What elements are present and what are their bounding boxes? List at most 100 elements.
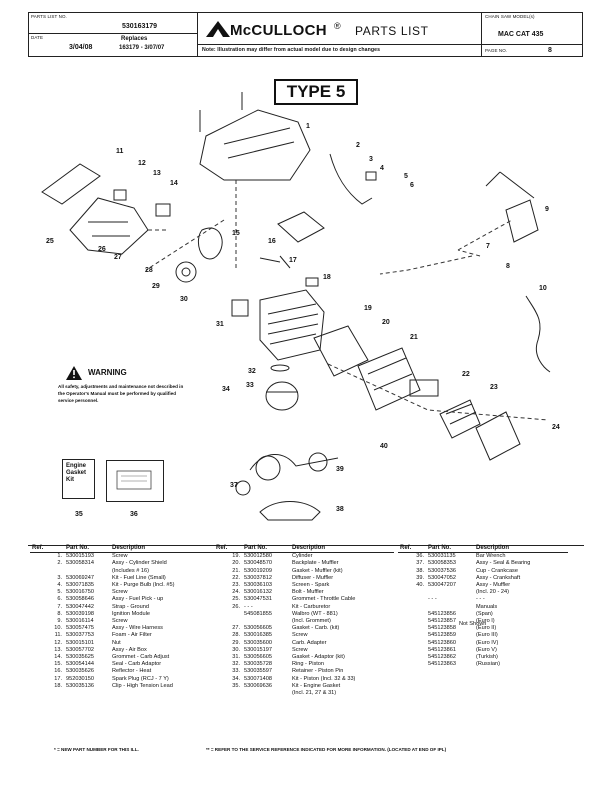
table-row: (Incl. 21, 27 & 31) <box>214 690 394 697</box>
table-row: 545123861(Euro V) <box>398 647 568 654</box>
cell-desc: Assy - Seal & Bearing <box>476 560 531 567</box>
cell-part: 530035597 <box>244 668 272 675</box>
replaces-value: 163179 - 3/07/07 <box>119 45 165 51</box>
cell-desc: Gasket - Adaptor (kit) <box>292 654 345 661</box>
cell-ref: 38. <box>416 567 424 574</box>
cell-ref: 18. <box>54 682 62 689</box>
cell-desc: Kit - Fuel Line (Small) <box>112 574 166 581</box>
col3-header-desc: Description <box>474 545 568 554</box>
cell-desc: Reflector - Heat <box>112 668 152 675</box>
gasket-kit-label-2: Gasket <box>66 470 87 476</box>
cell-ref: 20. <box>232 560 240 567</box>
cell-ref: 27. <box>232 625 240 632</box>
cell-ref: 15. <box>54 661 62 668</box>
callout-29: 29 <box>152 283 160 290</box>
callout-2: 2 <box>356 142 360 149</box>
callout-9: 9 <box>545 206 549 213</box>
cell-ref <box>398 632 426 639</box>
callout-28: 28 <box>145 267 153 274</box>
cell-desc: Ring - Piston <box>292 661 325 668</box>
cell-desc: Assy - Wire Harness <box>112 625 163 632</box>
callout-19: 19 <box>364 305 372 312</box>
cell-part: 530037812 <box>244 574 272 581</box>
cell-desc: (Euro III) <box>476 632 498 639</box>
callout-8: 8 <box>506 263 510 270</box>
cell-desc: Cylinder <box>292 553 313 560</box>
ignition-module <box>505 199 539 243</box>
col3-header-ref: Ref. <box>398 545 426 554</box>
cell-ref: 5. <box>57 589 62 596</box>
cell-part: 530016114 <box>66 618 94 625</box>
cell-ref <box>398 596 426 603</box>
callout-32: 32 <box>248 368 256 375</box>
cell-ref <box>398 604 426 611</box>
cell-part: 530058353 <box>428 560 456 567</box>
gasket-kit-icon <box>116 470 152 490</box>
callout-11: 11 <box>116 148 124 155</box>
table-row: 545123860(Euro IV) <box>398 640 568 647</box>
cell-part: 530035600 <box>244 639 272 646</box>
air-box <box>69 197 149 255</box>
callout-12: 12 <box>138 160 146 167</box>
callout-16: 16 <box>268 238 276 245</box>
cell-ref: 35. <box>232 682 240 689</box>
carb-adaptor-seal <box>198 227 223 260</box>
cell-desc: (Euro I) <box>476 618 495 625</box>
gasket-kit-label-3: Kit <box>66 477 74 483</box>
cell-ref: 24. <box>232 589 240 596</box>
cell-part: 530016132 <box>244 589 272 596</box>
page-no-value: 8 <box>548 47 552 54</box>
cell-part: 530015101 <box>66 639 94 646</box>
cell-desc: Screen - Spark <box>292 582 330 589</box>
cell-ref: 10. <box>54 625 62 632</box>
cell-ref <box>398 647 426 654</box>
table-row: 545123858(Euro II) <box>398 625 568 632</box>
cell-part: 530069636 <box>244 682 272 689</box>
cell-desc: Grommet - Carb Adjust <box>112 654 170 661</box>
cell-part: 530035136 <box>66 682 94 689</box>
cell-desc: (Incl. 20 - 24) <box>476 589 509 596</box>
cell-ref: 23. <box>232 582 240 589</box>
callout-37: 37 <box>230 482 238 489</box>
cell-desc: Screw <box>112 589 128 596</box>
cell-ref: 3. <box>57 574 62 581</box>
cell-part: 545081855 <box>244 610 272 617</box>
cell-desc: Screw <box>292 632 308 639</box>
muffler-backplate <box>313 325 369 377</box>
cell-ref: 36. <box>416 553 424 560</box>
model-label: CHAIN SAW MODEL(s) <box>485 14 535 19</box>
callout-13: 13 <box>153 170 161 177</box>
cell-desc: Kit - Piston (Incl. 32 & 33) <box>292 675 356 682</box>
callout-1: 1 <box>306 123 310 130</box>
cell-part: 530016385 <box>244 632 272 639</box>
col1-header-desc: Description <box>110 545 214 554</box>
warning-text: All safety, adjustments and maintenance … <box>58 384 184 403</box>
cell-ref <box>398 589 426 596</box>
cell-ref <box>30 568 64 575</box>
cell-part: 530015193 <box>66 553 94 560</box>
cell-part: 530035626 <box>66 668 94 675</box>
footer-right: ** = REFER TO THE SERVICE REFERENCE INDI… <box>206 747 447 752</box>
cell-part: 530071408 <box>244 675 272 682</box>
callout-35: 35 <box>75 511 83 518</box>
cell-part: 545123859 <box>428 632 456 639</box>
cell-part: 530058646 <box>66 596 94 603</box>
